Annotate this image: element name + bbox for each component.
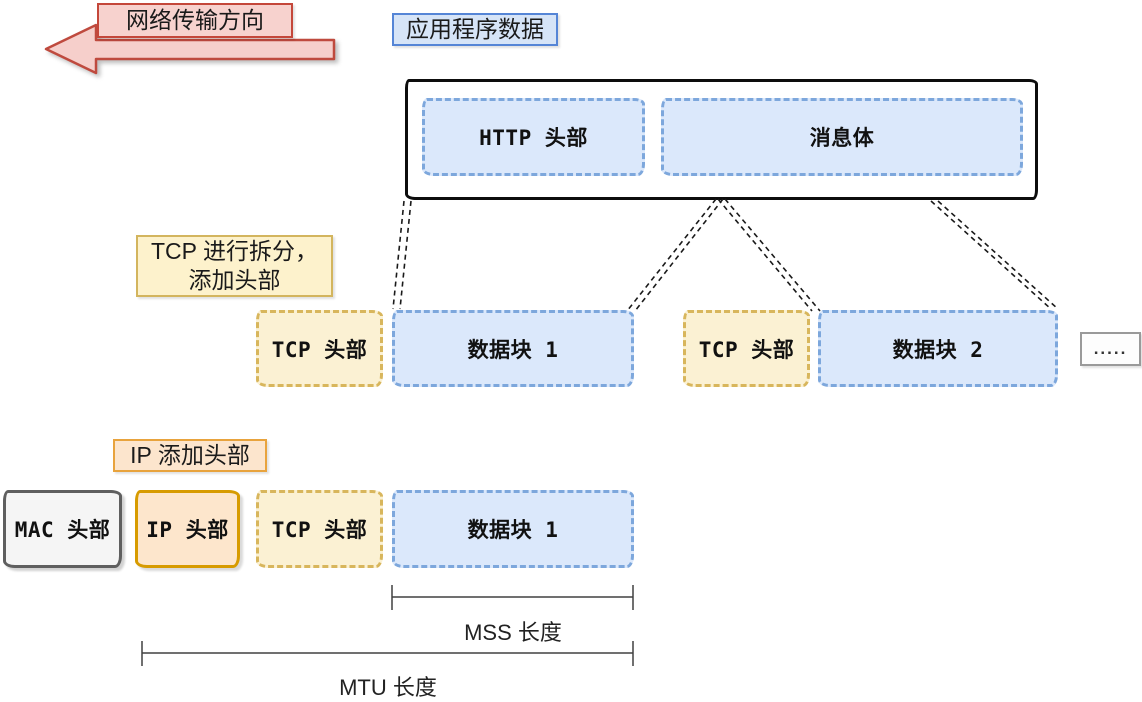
data-chunk-2-text: 数据块 2 — [892, 337, 984, 362]
mtu-length-label: MTU 长度 — [339, 675, 437, 700]
tcp-split-note-line1: TCP 进行拆分， — [151, 238, 318, 264]
more-segments-text: ..... — [1093, 339, 1128, 358]
tcp-header-box-1: TCP 头部 — [256, 310, 383, 387]
http-header-text: HTTP 头部 — [479, 126, 588, 150]
app-data-label: 应用程序数据 — [392, 13, 558, 46]
mss-measure-line — [391, 585, 634, 610]
more-segments-box: ..... — [1080, 332, 1141, 366]
data-chunk-1-box: 数据块 1 — [392, 310, 634, 387]
tcp-split-note-line2: 添加头部 — [188, 267, 281, 293]
tcp-header-text-2: TCP 头部 — [698, 337, 795, 362]
mac-header-box: MAC 头部 — [3, 490, 122, 568]
data-chunk-1-text: 数据块 1 — [467, 337, 559, 362]
split-connector-lines — [392, 198, 1059, 312]
tcp-header-text-3: TCP 头部 — [271, 518, 368, 542]
ip-header-text: IP 头部 — [146, 518, 229, 542]
tcp-header-text-1: TCP 头部 — [271, 337, 368, 362]
tcp-header-box-2: TCP 头部 — [683, 310, 810, 387]
tcp-split-note: TCP 进行拆分， 添加头部 — [136, 235, 333, 297]
message-body-text: 消息体 — [809, 126, 875, 150]
data-chunk-1b-text: 数据块 1 — [467, 518, 559, 542]
mss-length-label: MSS 长度 — [464, 620, 562, 645]
app-data-text: 应用程序数据 — [406, 16, 544, 42]
http-header-box: HTTP 头部 — [422, 98, 645, 176]
network-direction-text: 网络传输方向 — [126, 7, 264, 33]
ip-add-header-text: IP 添加头部 — [130, 442, 250, 468]
tcp-header-box-3: TCP 头部 — [256, 490, 383, 568]
message-body-box: 消息体 — [661, 98, 1023, 176]
data-chunk-2-box: 数据块 2 — [818, 310, 1058, 387]
ip-add-header-note: IP 添加头部 — [113, 439, 267, 472]
left-arrow-icon — [44, 23, 336, 75]
ip-header-box: IP 头部 — [135, 490, 240, 568]
network-direction-label: 网络传输方向 — [97, 3, 293, 38]
data-chunk-1b-box: 数据块 1 — [392, 490, 634, 568]
mac-header-text: MAC 头部 — [14, 518, 111, 542]
